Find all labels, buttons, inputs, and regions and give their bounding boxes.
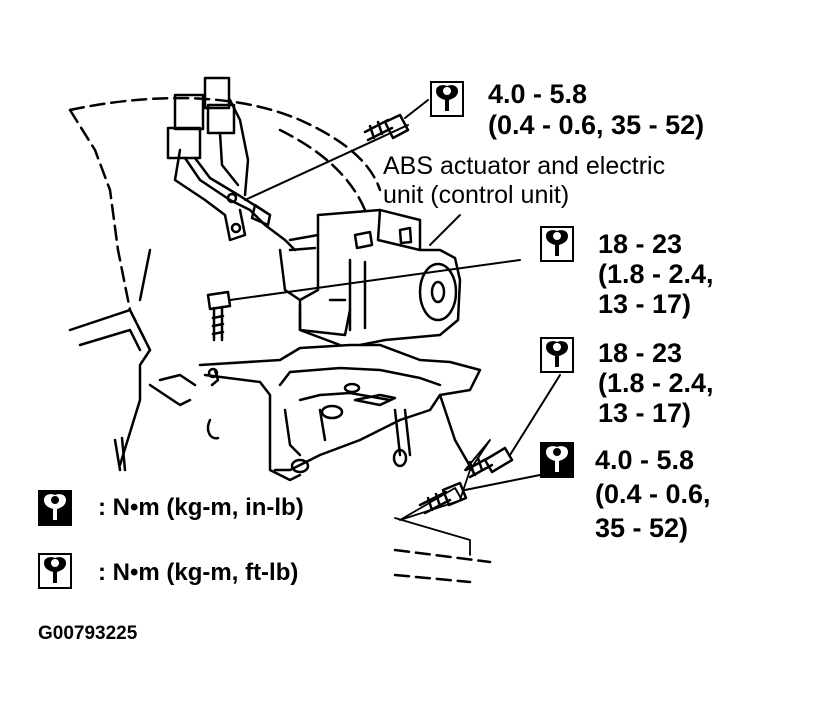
bolt-lower-right-2 <box>418 481 468 515</box>
torque-conversion: (0.4 - 0.6, 35 - 52) <box>488 110 705 140</box>
torque-conversion: (0.4 - 0.6, <box>595 479 711 509</box>
torque-callout-top: 4.0 - 5.8 (0.4 - 0.6, 35 - 52) <box>488 80 704 139</box>
torque-wrench-ft-lb-icon <box>430 81 464 117</box>
torque-wrench-ft-lb-icon <box>540 226 574 262</box>
torque-wrench-in-lb-icon <box>38 490 72 526</box>
bolt-lower-right-1 <box>464 446 514 479</box>
torque-conversion: 13 - 17) <box>598 398 692 428</box>
torque-value: 18 - 23 <box>598 229 683 259</box>
abs-unit-label: ABS actuator and electric unit (control … <box>383 152 665 210</box>
actuator-body <box>278 208 462 347</box>
torque-conversion: (1.8 - 2.4, <box>598 259 714 289</box>
abs-unit-label-line1: ABS actuator and electric <box>383 152 666 180</box>
torque-value: 4.0 - 5.8 <box>488 79 588 109</box>
torque-callout-bottom: 4.0 - 5.8 (0.4 - 0.6, 35 - 52) <box>595 446 711 542</box>
harness-connectors <box>166 76 297 252</box>
torque-value: 18 - 23 <box>598 338 683 368</box>
leader-lines <box>229 99 561 556</box>
figure-code: G00793225 <box>38 623 138 644</box>
torque-callout-mid-1: 18 - 23 (1.8 - 2.4, 13 - 17) <box>598 230 714 318</box>
torque-wrench-ft-lb-icon <box>540 337 574 373</box>
legend-ft-lb: : N•m (kg-m, ft-lb) <box>98 559 299 586</box>
bolt-top-left <box>206 290 232 342</box>
mounting-bracket <box>198 343 482 482</box>
torque-wrench-ft-lb-icon <box>38 553 72 589</box>
torque-conversion: 13 - 17) <box>598 289 692 319</box>
frame-member <box>68 248 220 472</box>
torque-conversion: 35 - 52) <box>595 513 689 543</box>
torque-wrench-in-lb-icon <box>540 442 574 478</box>
legend-in-lb: : N•m (kg-m, in-lb) <box>98 494 304 521</box>
torque-value: 4.0 - 5.8 <box>595 445 695 475</box>
abs-unit-label-line2: unit (control unit) <box>383 181 570 209</box>
torque-conversion: (1.8 - 2.4, <box>598 368 714 398</box>
torque-callout-mid-2: 18 - 23 (1.8 - 2.4, 13 - 17) <box>598 339 714 427</box>
